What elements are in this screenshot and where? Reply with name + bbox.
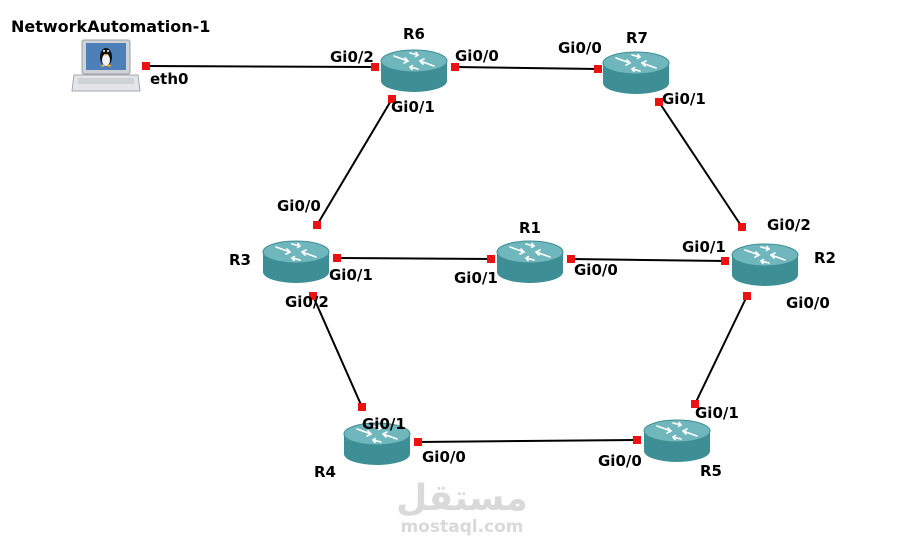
port-label-r6-gi0-0: Gi0/0: [455, 47, 499, 65]
router-icon: [496, 240, 564, 284]
port-marker: [371, 63, 379, 71]
link-r6-r3[interactable]: [316, 98, 393, 226]
router-r5[interactable]: R5: [643, 419, 722, 480]
router-r1[interactable]: R1: [496, 219, 564, 284]
link-host-r6[interactable]: [145, 65, 376, 68]
port-marker: [655, 98, 663, 106]
link-r6-r7[interactable]: [454, 66, 599, 70]
router-label: R1: [519, 219, 541, 237]
host-label: NetworkAutomation-1: [11, 17, 210, 36]
links-layer: [145, 65, 748, 443]
port-marker: [743, 292, 751, 300]
port-label-r7-gi0-1: Gi0/1: [662, 90, 706, 108]
port-marker: [358, 403, 366, 411]
link-r1-r2[interactable]: [570, 258, 726, 262]
port-marker: [567, 255, 575, 263]
router-icon: [643, 419, 711, 463]
router-r3[interactable]: R3: [229, 240, 330, 284]
port-label-r2-gi0-0: Gi0/0: [786, 294, 830, 312]
port-marker: [142, 62, 150, 70]
port-label-r4-gi0-0: Gi0/0: [422, 448, 466, 466]
port-label-r2-gi0-2: Gi0/2: [767, 216, 811, 234]
router-icon: [602, 51, 670, 95]
port-marker: [633, 436, 641, 444]
link-r3-r4[interactable]: [312, 295, 363, 408]
router-label: R2: [814, 249, 836, 267]
port-label-r3-gi0-1: Gi0/1: [329, 266, 373, 284]
link-r5-r2[interactable]: [694, 295, 748, 405]
port-label-host-eth0: eth0: [150, 70, 188, 88]
port-marker: [487, 255, 495, 263]
laptop-icon: [71, 39, 141, 92]
port-label-r1-gi0-1: Gi0/1: [454, 269, 498, 287]
port-markers: [142, 62, 751, 446]
port-marker: [594, 65, 602, 73]
port-marker: [313, 221, 321, 229]
router-r6[interactable]: R6: [380, 25, 448, 93]
router-label: R6: [403, 25, 425, 43]
router-r7[interactable]: R7: [602, 29, 670, 95]
link-r7-r2[interactable]: [658, 101, 743, 228]
port-label-r3-gi0-0: Gi0/0: [277, 197, 321, 215]
router-icon: [380, 49, 448, 93]
port-label-r3-gi0-2: Gi0/2: [285, 293, 329, 311]
port-label-r7-gi0-0: Gi0/0: [558, 39, 602, 57]
router-icon: [262, 240, 330, 284]
router-label: R7: [626, 29, 648, 47]
port-label-r2-gi0-1: Gi0/1: [682, 238, 726, 256]
port-marker: [451, 63, 459, 71]
port-label-r6-gi0-2: Gi0/2: [330, 48, 374, 66]
port-labels: eth0 Gi0/2 Gi0/0 Gi0/0 Gi0/1 Gi0/2 Gi0/1…: [150, 39, 830, 470]
port-marker: [691, 400, 699, 408]
port-marker: [388, 95, 396, 103]
watermark: مستقل mostaql.com: [396, 478, 528, 537]
port-marker: [333, 254, 341, 262]
port-marker: [414, 438, 422, 446]
port-label-r5-gi0-0: Gi0/0: [598, 452, 642, 470]
router-label: R3: [229, 251, 251, 269]
port-label-r1-gi0-0: Gi0/0: [574, 261, 618, 279]
port-label-r5-gi0-1: Gi0/1: [695, 404, 739, 422]
router-r2[interactable]: R2: [731, 243, 836, 287]
router-label: R4: [314, 463, 336, 481]
port-marker: [738, 223, 746, 231]
router-r4[interactable]: R4: [314, 422, 411, 481]
router-icon: [731, 243, 799, 287]
watermark-arabic: مستقل: [396, 478, 528, 519]
port-label-r6-gi0-1: Gi0/1: [391, 98, 435, 116]
link-r3-r1[interactable]: [336, 257, 492, 260]
port-label-r4-gi0-1: Gi0/1: [362, 415, 406, 433]
link-r4-r5[interactable]: [417, 439, 638, 443]
watermark-latin: mostaql.com: [400, 517, 523, 537]
port-marker: [309, 292, 317, 300]
host-networkautomation-1[interactable]: NetworkAutomation-1: [11, 17, 210, 92]
router-label: R5: [700, 462, 722, 480]
port-marker: [721, 257, 729, 265]
